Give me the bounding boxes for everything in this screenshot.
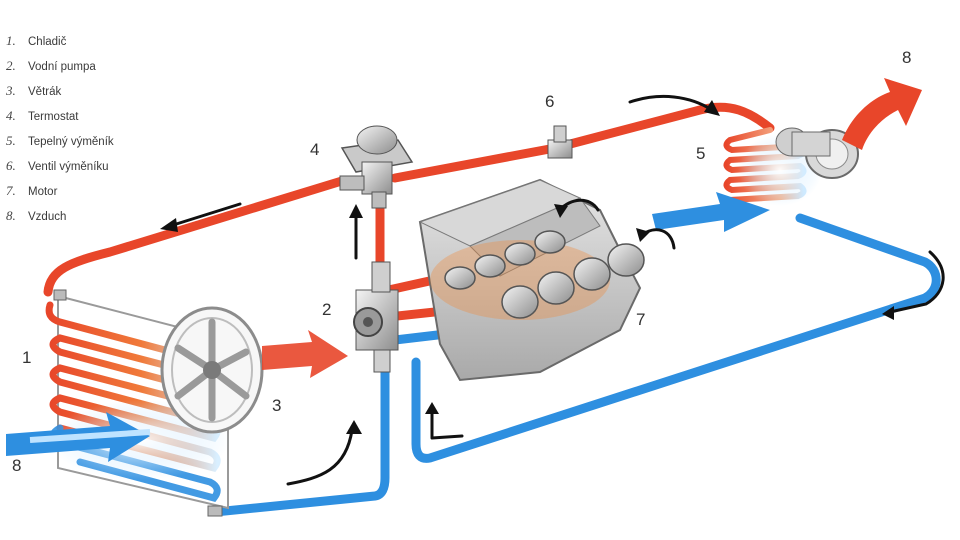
engine: [418, 178, 645, 382]
cold-air-exchanger-arrow: [652, 192, 770, 232]
label-thermostat: 4: [310, 140, 320, 159]
legend-item: 5.Tepelný výměník: [6, 133, 114, 148]
label-air-out: 8: [902, 48, 912, 67]
flow-arrows: [168, 94, 945, 486]
cold-pipe-radiator-pump: [210, 367, 390, 517]
heat-exchanger: [723, 127, 859, 206]
label-heat-exchanger: 5: [696, 144, 706, 163]
hot-pipe-thermostat-valve: [390, 102, 775, 183]
label-fan: 3: [272, 396, 282, 415]
label-engine: 7: [636, 310, 646, 329]
legend-item: 7.Motor: [6, 183, 58, 198]
legend: 1.Chladič 2.Vodní pumpa 3.Větrák 4.Termo…: [6, 30, 114, 230]
exchanger-valve: [547, 125, 573, 159]
hot-air-out-arrow: [842, 78, 922, 150]
label-water-pump: 2: [322, 300, 332, 319]
hot-air-arrow: [262, 330, 348, 378]
thermostat: [339, 125, 414, 209]
label-air-in: 8: [12, 456, 22, 475]
label-radiator: 1: [22, 348, 32, 367]
hot-pipe-radiator-thermostat: [43, 175, 350, 297]
legend-item: 2.Vodní pumpa: [6, 58, 96, 73]
cold-air-in-arrow: [6, 412, 151, 462]
legend-item: 8.Vzduch: [6, 208, 67, 223]
label-exchanger-valve: 6: [545, 92, 555, 111]
legend-item: 6.Ventil výměníku: [6, 158, 109, 173]
flow-arrowheads: [160, 100, 894, 434]
fan: [160, 306, 264, 434]
water-pump: [353, 261, 399, 373]
legend-item: 3.Větrák: [6, 83, 62, 98]
legend-item: 1.Chladič: [6, 33, 67, 48]
cold-pipe-exchanger-return: [411, 213, 941, 463]
legend-item: 4.Termostat: [6, 108, 79, 123]
